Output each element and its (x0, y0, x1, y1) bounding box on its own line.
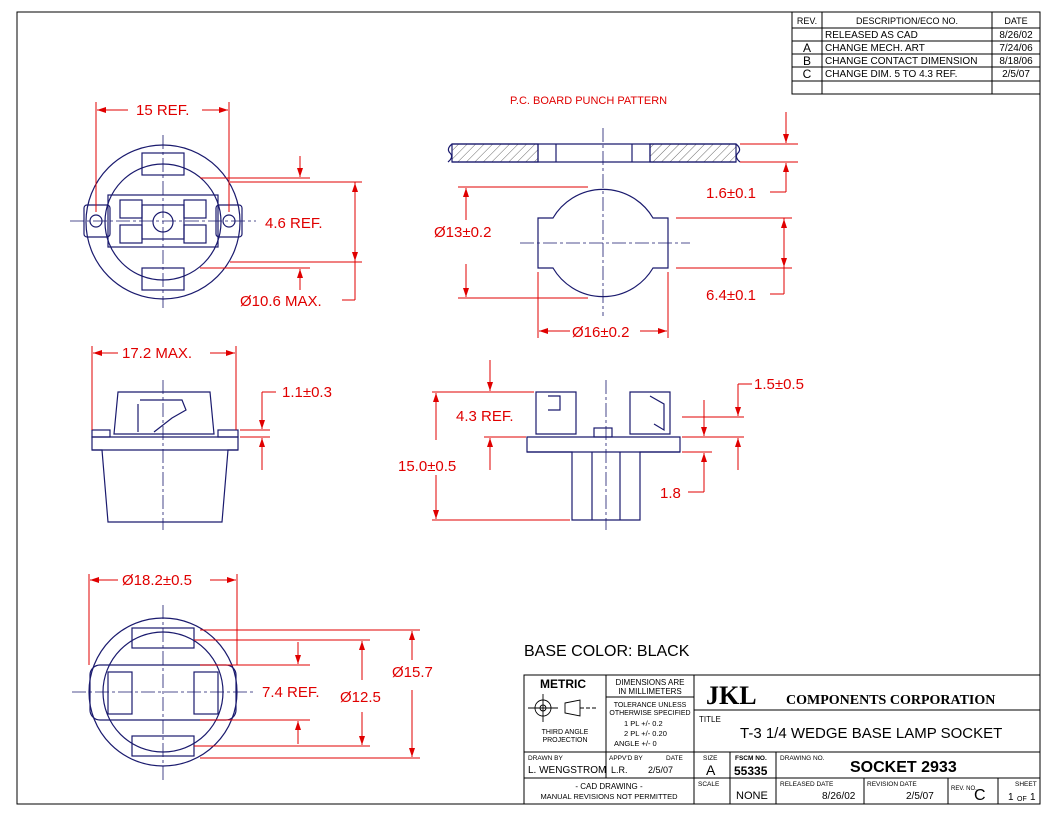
side-view-drawing (91, 391, 239, 523)
bottom-ref-dim: 7.4 REF. (262, 684, 320, 701)
fscm-value: 55335 (734, 764, 768, 778)
revision-date-value: 2/5/07 (906, 791, 934, 802)
sheet-of-label: OF (1017, 796, 1027, 803)
side-width-dim: 17.2 MAX. (122, 345, 192, 362)
side2-height-dim: 15.0±0.5 (398, 458, 456, 475)
date-header: DATE (1004, 16, 1027, 26)
rev-row-3-date: 2/5/07 (1002, 69, 1030, 80)
date-label: DATE (666, 755, 684, 762)
tolerance-2pl: 2 PL +/- 0.20 (624, 729, 667, 738)
description-header: DESCRIPTION/ECO NO. (856, 16, 958, 26)
side2-flange-dim: 1.8 (660, 485, 681, 502)
tolerance-angle: ANGLE +/- 0 (614, 739, 657, 748)
revision-table (791, 11, 1041, 95)
pcb-thickness-dim: 1.6±0.1 (706, 185, 756, 202)
rev-header: REV. (797, 16, 817, 26)
metric-label: METRIC (540, 677, 586, 691)
dimensions-note-1: DIMENSIONS ARE (616, 678, 685, 687)
tolerance-note-1: TOLERANCE UNLESS (614, 702, 687, 709)
top-height-dim: 4.6 REF. (265, 215, 323, 232)
drawn-by-label: DRAWN BY (528, 755, 563, 762)
side-view-2-drawing (526, 391, 681, 521)
pcb-width-dim: Ø16±0.2 (572, 324, 629, 341)
sheet-border (16, 11, 1041, 805)
scale-value: NONE (736, 790, 768, 802)
top-diameter-dim: Ø10.6 MAX. (240, 293, 322, 310)
top-width-dim: 15 REF. (136, 102, 189, 119)
company-name: COMPONENTS CORPORATION (786, 693, 995, 708)
company-logo: JKL (706, 681, 757, 710)
pcb-diameter-dim: Ø13±0.2 (434, 224, 491, 241)
rev-row-3-rev: C (803, 67, 812, 81)
bottom-diameter-dim: Ø18.2±0.5 (122, 572, 192, 589)
cad-note-2: MANUAL REVISIONS NOT PERMITTED (540, 792, 678, 801)
size-label: SIZE (703, 755, 718, 762)
title-label: TITLE (699, 715, 721, 724)
base-color-note: BASE COLOR: BLACK (524, 643, 690, 660)
sheet-value: 1 (1008, 792, 1014, 803)
top-view-dimensions (95, 102, 362, 301)
size-value: A (706, 762, 716, 778)
drawn-by-value: L. WENGSTROM (528, 765, 606, 776)
appvd-by-label: APPV'D BY (609, 755, 643, 762)
released-value: 8/26/02 (822, 791, 856, 802)
date-value: 2/5/07 (648, 765, 673, 775)
tolerance-note-2: OTHERWISE SPECIFIED (609, 710, 690, 717)
dimensions-note-2: IN MILLIMETERS (618, 687, 682, 696)
appvd-by-value: L.R. (611, 765, 628, 775)
bottom-outer-dim: Ø15.7 (392, 664, 433, 681)
revision-date-label: REVISION DATE (867, 781, 917, 788)
side-gap-dim: 1.1±0.3 (282, 384, 332, 401)
sheet-label: SHEET (1015, 781, 1037, 788)
fscm-label: FSCM NO. (735, 755, 767, 762)
drawing-title: T-3 1/4 WEDGE BASE LAMP SOCKET (740, 725, 1002, 742)
rev-row-1-rev: A (803, 41, 811, 55)
rev-row-2-desc: CHANGE CONTACT DIMENSION (825, 56, 977, 67)
rev-no-value: C (974, 787, 986, 804)
rev-no-label: REV. NO. (951, 786, 977, 792)
released-label: RELEASED DATE (780, 781, 834, 788)
rev-row-0-date: 8/26/02 (999, 30, 1033, 41)
pcb-height-dim: 6.4±0.1 (706, 287, 756, 304)
side2-ref-dim: 4.3 REF. (456, 408, 514, 425)
drawing-no-label: DRAWING NO. (780, 755, 825, 762)
rev-row-3-desc: CHANGE DIM. 5 TO 4.3 REF. (825, 69, 957, 80)
cad-note-1: - CAD DRAWING - (575, 782, 643, 791)
title-block-grid (523, 674, 1041, 805)
tolerance-1pl: 1 PL +/- 0.2 (624, 719, 663, 728)
rev-row-2-date: 8/18/06 (999, 56, 1033, 67)
drawing-number: SOCKET 2933 (850, 759, 957, 776)
side2-gap-dim: 1.5±0.5 (754, 376, 804, 393)
third-angle-projection-icon (528, 694, 598, 722)
scale-label: SCALE (698, 781, 720, 788)
pcb-hole-drawing (537, 188, 669, 298)
pcb-section-drawing (447, 143, 741, 163)
bottom-view-dimensions (88, 574, 420, 759)
sheet-total: 1 (1030, 792, 1036, 803)
rev-row-2-rev: B (803, 54, 811, 68)
projection-label-1: THIRD ANGLE (542, 729, 589, 736)
rev-row-1-desc: CHANGE MECH. ART (825, 43, 925, 54)
side-view-2-dimensions (432, 360, 752, 521)
pcb-dimensions (458, 112, 798, 338)
rev-row-0-desc: RELEASED AS CAD (825, 30, 918, 41)
projection-label-2: PROJECTION (542, 737, 587, 744)
rev-row-1-date: 7/24/06 (999, 43, 1033, 54)
pcb-pattern-title: P.C. BOARD PUNCH PATTERN (510, 95, 667, 107)
bottom-inner-dim: Ø12.5 (340, 689, 381, 706)
side-view-dimensions (91, 346, 276, 470)
